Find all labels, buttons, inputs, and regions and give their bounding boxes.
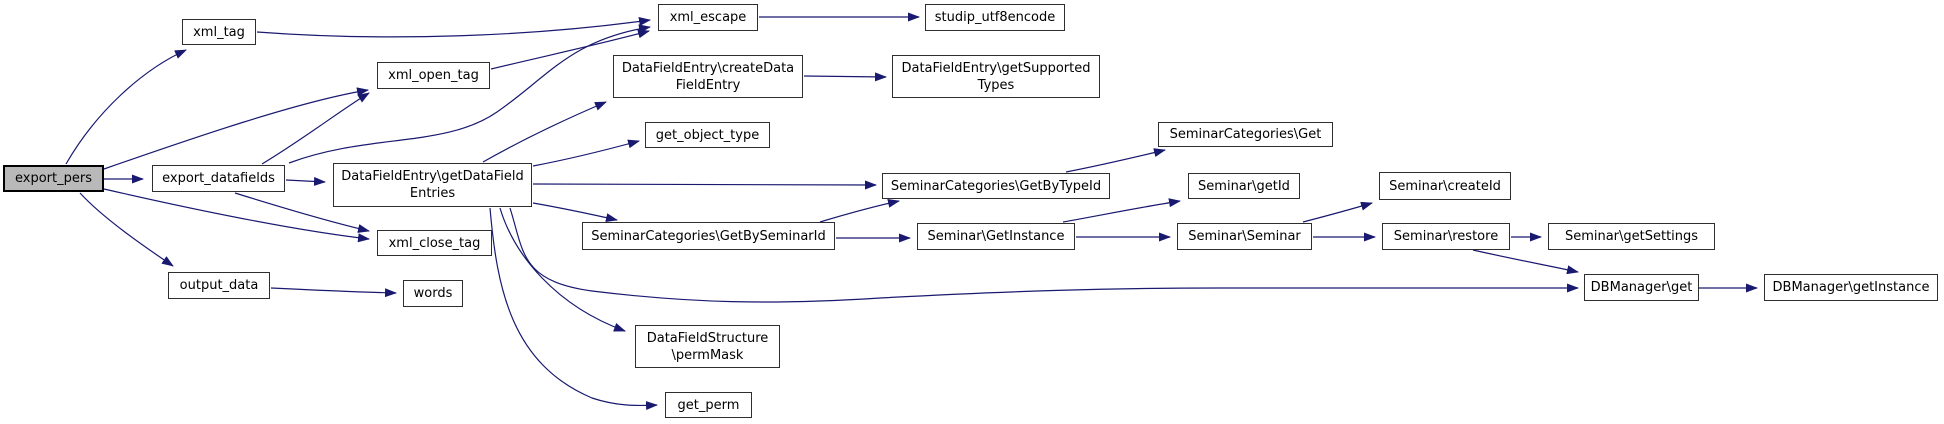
edge-export_datafields-getdatafieldentries [285, 176, 326, 186]
node-dbmanager-get[interactable]: DBManager\get [1584, 274, 1699, 301]
edge-getbytypeid-seminarcategories_get [1065, 148, 1166, 173]
node-xml-close-tag[interactable]: xml_close_tag [377, 230, 492, 256]
edge-export_datafields-xml_close_tag [234, 192, 370, 233]
edge-seminar_getinstance-seminar_getid [1062, 198, 1181, 223]
node-datafieldentry-createdatafieldentry[interactable]: DataFieldEntry\createData FieldEntry [613, 55, 803, 98]
edge-seminar_restore-dbmanager_get [1472, 249, 1579, 275]
node-words[interactable]: words [403, 280, 463, 307]
edge-xml_tag-xml_escape [256, 17, 651, 38]
node-seminar-restore[interactable]: Seminar\restore [1382, 223, 1510, 250]
node-get-object-type[interactable]: get_object_type [645, 122, 770, 148]
node-xml-tag[interactable]: xml_tag [182, 19, 256, 45]
edge-getdatafieldentries-getbytypeid [532, 180, 877, 190]
edge-getdatafieldentries-createdatafieldentry [482, 101, 607, 163]
node-output-data[interactable]: output_data [168, 272, 270, 299]
node-export-pers[interactable]: export_pers [3, 165, 104, 192]
node-seminar-createid[interactable]: Seminar\createId [1379, 172, 1511, 200]
edge-getdatafieldentries-permmask [499, 207, 626, 332]
node-xml-open-tag[interactable]: xml_open_tag [377, 62, 490, 89]
edge-export_pers-xml_close_tag [103, 188, 370, 243]
node-studip-utf8encode[interactable]: studip_utf8encode [925, 4, 1065, 31]
node-xml-escape[interactable]: xml_escape [658, 4, 758, 31]
edge-export_pers-xml_open_tag [103, 87, 369, 170]
edge-getdatafieldentries-dbmanager_get [509, 207, 1579, 303]
node-seminar-getinstance[interactable]: Seminar\GetInstance [917, 223, 1075, 250]
edge-export_pers-output_data [79, 192, 174, 267]
edge-getdatafieldentries-get_perm [489, 207, 658, 411]
edge-export_pers-xml_tag [65, 49, 187, 165]
edge-getdatafieldentries-get_object_type [532, 139, 640, 167]
edge-output_data-words [270, 287, 397, 298]
edge-createdatafieldentry-getsupportedtypes [803, 72, 887, 82]
node-seminar-getsettings[interactable]: Seminar\getSettings [1548, 223, 1715, 250]
edge-export_datafields-xml_open_tag [261, 92, 370, 165]
node-datafieldentry-getsupportedtypes[interactable]: DataFieldEntry\getSupported Types [892, 55, 1100, 98]
edge-getbyseminarid-getbytypeid [819, 198, 900, 223]
node-seminar-getid[interactable]: Seminar\getId [1188, 173, 1300, 199]
edge-seminar_seminar-seminar_createid [1302, 201, 1373, 223]
node-export-datafields[interactable]: export_datafields [152, 165, 285, 192]
node-datafieldentry-getdatafieldentries[interactable]: DataFieldEntry\getDataField Entries [333, 163, 532, 207]
node-seminarcategories-getbyseminarid[interactable]: SeminarCategories\GetBySeminarId [582, 222, 835, 250]
node-seminar-seminar[interactable]: Seminar\Seminar [1177, 223, 1312, 250]
edge-getdatafieldentries-getbyseminarid [532, 202, 618, 223]
node-dbmanager-getinstance[interactable]: DBManager\getInstance [1764, 274, 1938, 301]
node-seminarcategories-getbytypeid[interactable]: SeminarCategories\GetByTypeId [882, 173, 1110, 199]
node-seminarcategories-get[interactable]: SeminarCategories\Get [1158, 122, 1333, 147]
edge-xml_open_tag-xml_escape [490, 29, 650, 70]
node-datafieldstructure-permmask[interactable]: DataFieldStructure \permMask [635, 325, 780, 368]
node-get-perm[interactable]: get_perm [665, 392, 752, 418]
